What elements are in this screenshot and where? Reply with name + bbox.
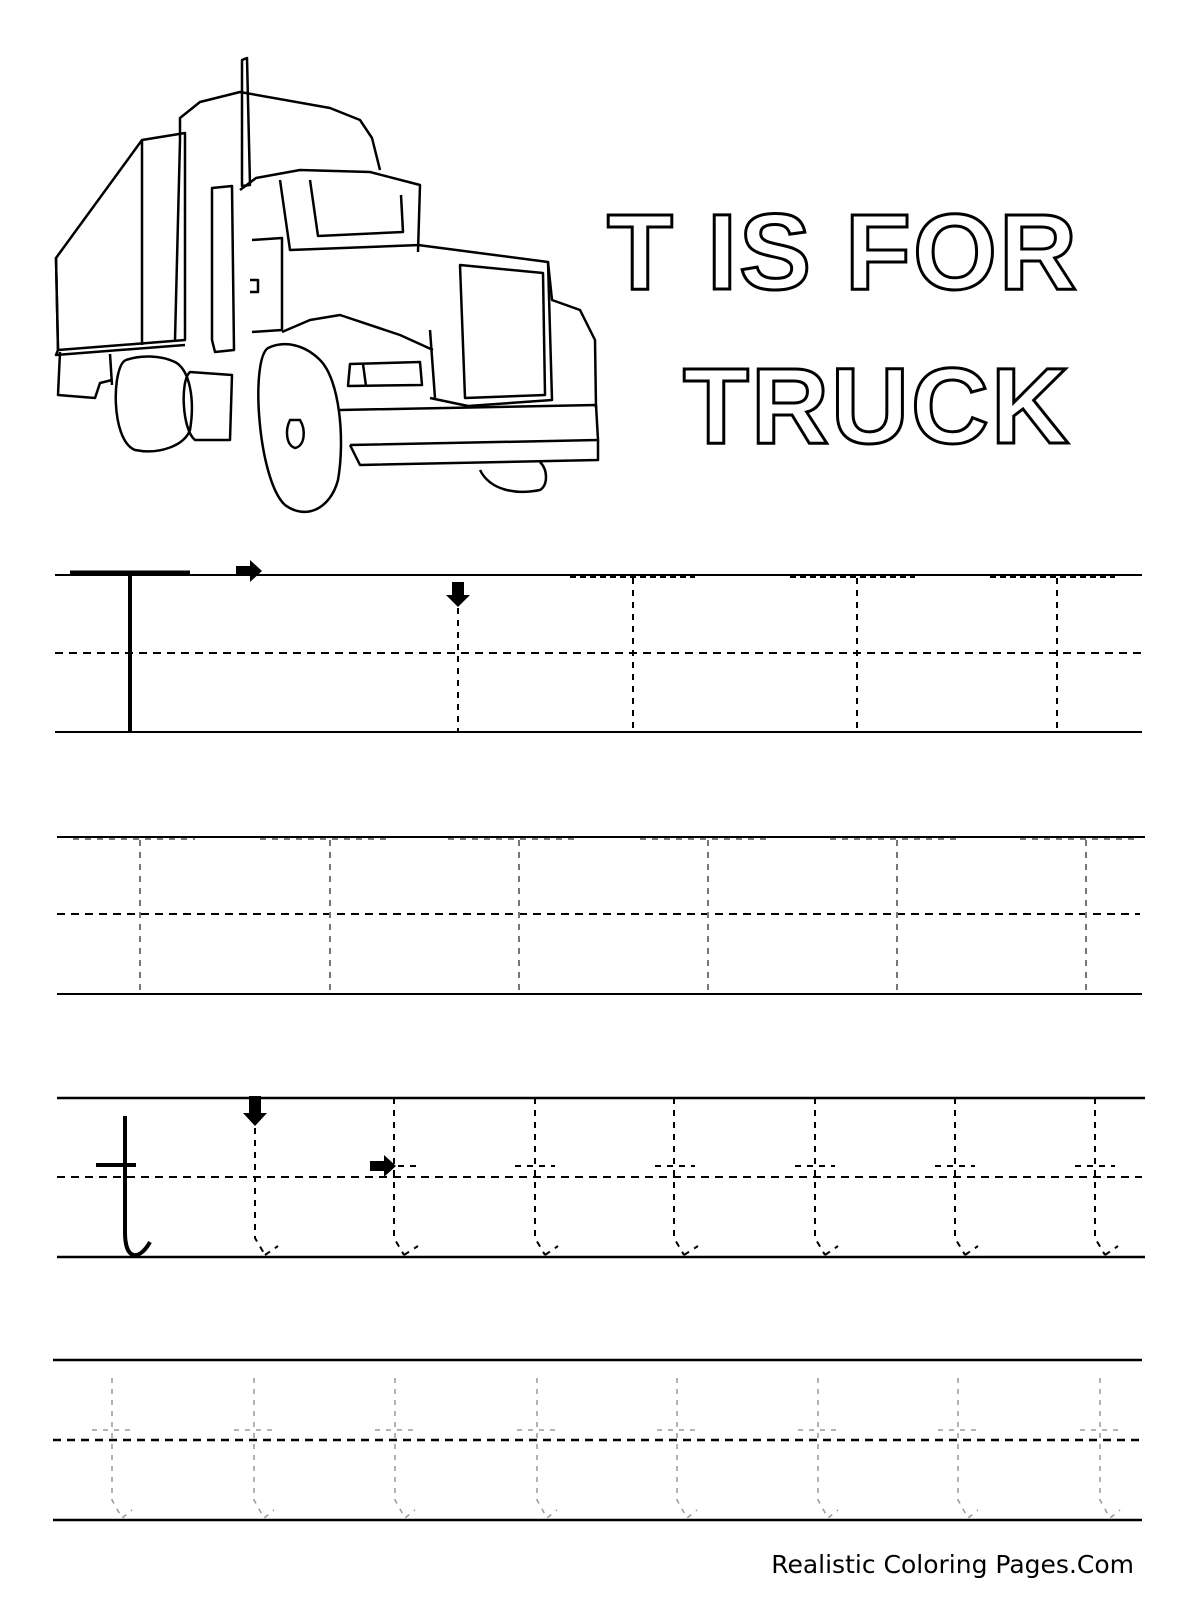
arrow-right-icon [370, 1155, 396, 1177]
arrow-down-icon [243, 1096, 267, 1126]
arrow-right-icon [236, 560, 262, 582]
footer-credit: Realistic Coloring Pages.Com [771, 1550, 1134, 1579]
title-line-1: T IS FOR [606, 191, 1079, 312]
title-line-2: TRUCK [682, 345, 1071, 466]
arrow-down-icon [446, 582, 470, 607]
